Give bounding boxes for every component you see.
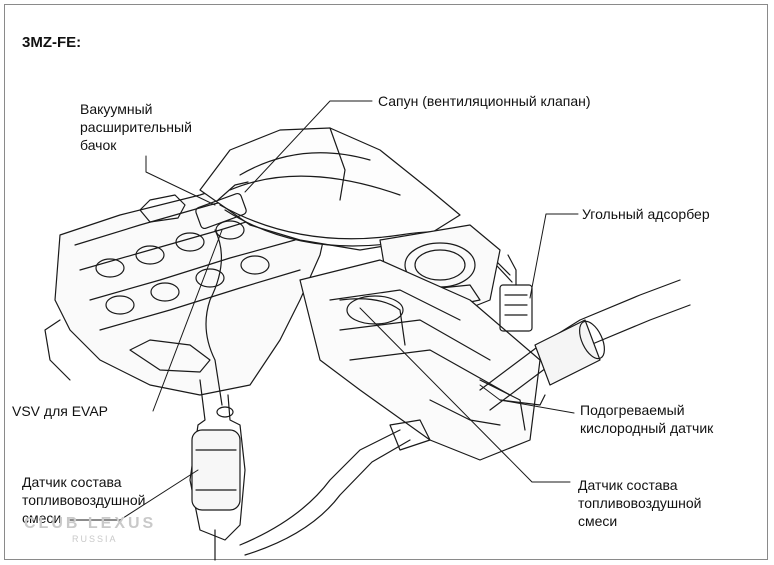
- label-vsv-evap: VSV для EVAP: [12, 403, 109, 419]
- watermark-sub: RUSSIA: [72, 534, 118, 544]
- label-af-sensor-left: Датчик состава топливовоздушной смеси: [22, 474, 146, 526]
- canister-connector: [499, 254, 533, 332]
- vsv-hose: [205, 229, 223, 406]
- right-exhaust: [479, 279, 691, 411]
- engine-code-title: 3MZ-FE:: [22, 34, 82, 51]
- label-breather: Сапун (вентиляционный клапан): [378, 93, 591, 109]
- lower-engine: [299, 259, 541, 461]
- diagram-frame: [4, 4, 768, 560]
- left-exhaust: [189, 379, 431, 561]
- engine-block: [44, 174, 331, 396]
- intake-plenum: [199, 127, 461, 251]
- leader-lines: [69, 100, 579, 521]
- label-af-sensor-right: Датчик состава топливовоздушной смеси: [578, 477, 702, 529]
- label-vacuum-tank: Вакуумный расширительный бачок: [80, 101, 192, 153]
- watermark-logo: CLUB LEXUS: [24, 515, 157, 532]
- label-heated-o2-sensor: Подогреваемый кислородный датчик: [580, 402, 714, 436]
- label-charcoal-canister: Угольный адсорбер: [582, 206, 710, 222]
